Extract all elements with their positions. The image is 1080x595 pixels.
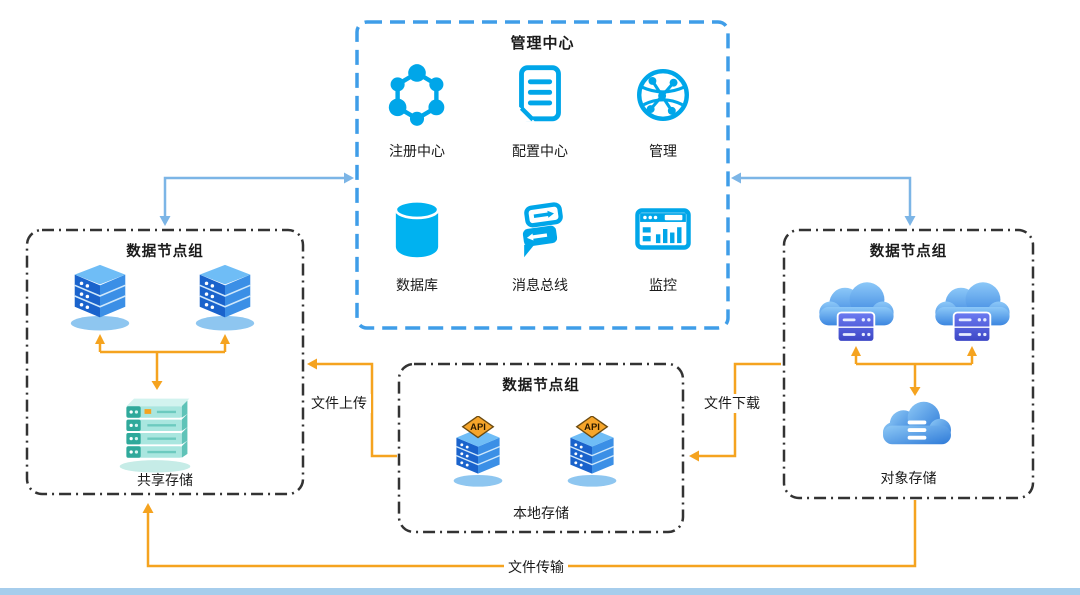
registry-cluster-icon bbox=[388, 64, 445, 126]
management-globe-icon bbox=[637, 69, 689, 121]
shared-storage-icon bbox=[109, 391, 201, 473]
registry-center-label: 注册中心 bbox=[389, 143, 445, 159]
api-server-icon: API bbox=[442, 416, 514, 488]
object-storage-icon bbox=[876, 395, 958, 463]
file-transfer-label: 文件传输 bbox=[504, 558, 568, 577]
api-badge: API bbox=[470, 422, 486, 433]
management-center-title: 管理中心 bbox=[510, 35, 575, 52]
group-border bbox=[25, 228, 305, 496]
server-stack-icon bbox=[186, 262, 264, 332]
message-bus-icon bbox=[522, 202, 563, 258]
config-center-label: 配置中心 bbox=[512, 143, 568, 159]
local-storage-label: 本地存储 bbox=[513, 505, 569, 521]
config-document-icon bbox=[518, 65, 561, 122]
right-group-title: 数据节点组 bbox=[869, 244, 948, 260]
left-group-title: 数据节点组 bbox=[126, 244, 204, 260]
api-server-icon: API bbox=[556, 416, 628, 488]
left-data-node-group: 数据节点组 共享存储 bbox=[25, 228, 305, 496]
management-center-group: 管理中心 bbox=[355, 20, 730, 330]
right-data-node-group: 数据节点组 对象存储 bbox=[782, 228, 1035, 500]
database-label: 数据库 bbox=[396, 277, 438, 293]
file-upload-label: 文件上传 bbox=[307, 394, 371, 413]
cloud-server-icon bbox=[812, 274, 900, 351]
file-download-label: 文件下载 bbox=[700, 394, 764, 413]
bottom-accent-bar bbox=[0, 588, 1080, 595]
management-label: 管理 bbox=[649, 143, 677, 159]
center-data-node-group: 数据节点组 本地存储 bbox=[397, 362, 685, 534]
group-border bbox=[782, 228, 1035, 500]
shared-storage-label: 共享存储 bbox=[137, 472, 193, 488]
registry-center-item: 注册中心 bbox=[356, 58, 478, 161]
monitoring-label: 监控 bbox=[649, 277, 677, 293]
server-stack-icon bbox=[61, 262, 139, 332]
monitoring-item: 监控 bbox=[602, 192, 724, 295]
message-bus-item: 消息总线 bbox=[479, 192, 601, 295]
database-item: 数据库 bbox=[356, 192, 478, 295]
center-group-title: 数据节点组 bbox=[502, 378, 580, 394]
cloud-server-icon bbox=[928, 274, 1016, 351]
mgmt-left-link bbox=[163, 176, 345, 217]
mgmt-right-link bbox=[740, 176, 912, 217]
monitoring-dashboard-icon bbox=[635, 208, 691, 250]
database-cylinder-icon bbox=[394, 199, 440, 258]
api-badge: API bbox=[584, 422, 600, 433]
management-center-border bbox=[355, 20, 730, 330]
object-storage-label: 对象存储 bbox=[880, 470, 937, 486]
management-item: 管理 bbox=[602, 58, 724, 161]
group-border bbox=[397, 362, 685, 534]
config-center-item: 配置中心 bbox=[479, 58, 601, 161]
message-bus-label: 消息总线 bbox=[512, 277, 568, 293]
